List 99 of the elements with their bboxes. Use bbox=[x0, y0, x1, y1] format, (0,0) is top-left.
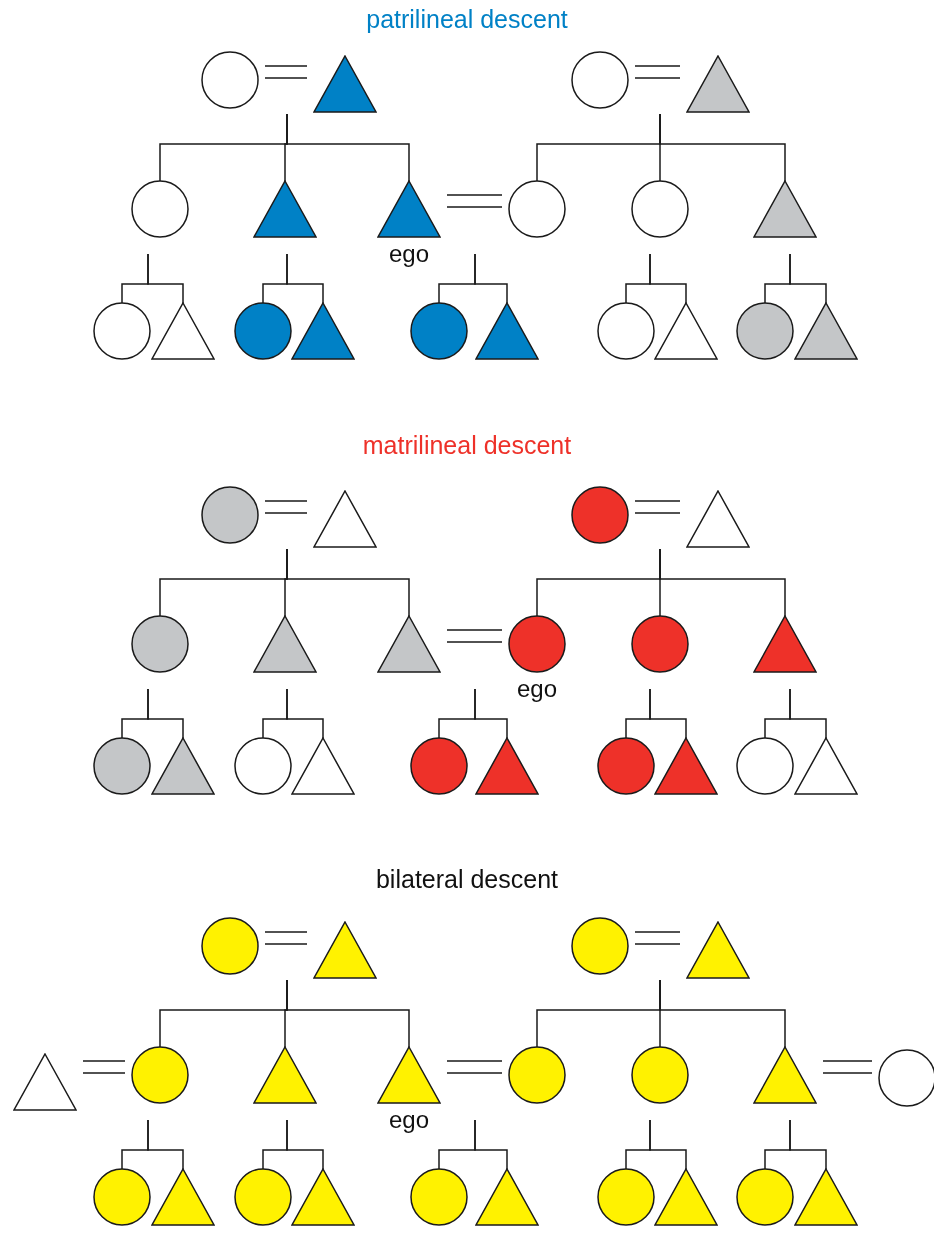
male-triangle bbox=[654, 1168, 718, 1226]
marriage-line bbox=[634, 931, 681, 945]
male-triangle bbox=[291, 1168, 355, 1226]
female-circle bbox=[131, 1046, 189, 1104]
descent-line bbox=[147, 688, 184, 739]
female-circle bbox=[597, 1168, 655, 1226]
female-circle bbox=[234, 1168, 292, 1226]
descent-line bbox=[474, 253, 508, 304]
female-circle bbox=[93, 1168, 151, 1226]
female-circle bbox=[508, 1046, 566, 1104]
male-triangle bbox=[377, 615, 441, 673]
marriage-line bbox=[634, 65, 681, 79]
section-title: matrilineal descent bbox=[362, 430, 572, 461]
female-circle bbox=[131, 615, 189, 673]
descent-line bbox=[474, 688, 508, 739]
male-triangle bbox=[253, 1046, 317, 1104]
descent-line bbox=[286, 548, 410, 617]
female-circle bbox=[201, 917, 259, 975]
male-triangle bbox=[475, 302, 539, 360]
section-title: bilateral descent bbox=[375, 864, 559, 895]
ego-label: ego bbox=[517, 675, 557, 703]
male-triangle bbox=[654, 737, 718, 795]
female-circle bbox=[571, 486, 629, 544]
female-circle bbox=[93, 737, 151, 795]
descent-line bbox=[659, 979, 786, 1048]
male-triangle bbox=[291, 737, 355, 795]
marriage-line bbox=[822, 1060, 873, 1074]
male-triangle bbox=[13, 1053, 77, 1111]
male-triangle bbox=[313, 490, 377, 548]
female-circle bbox=[234, 737, 292, 795]
male-triangle bbox=[291, 302, 355, 360]
female-circle bbox=[631, 1046, 689, 1104]
female-circle bbox=[736, 737, 794, 795]
male-triangle bbox=[253, 615, 317, 673]
ego-label: ego bbox=[389, 240, 429, 268]
female-circle bbox=[631, 180, 689, 238]
male-triangle bbox=[151, 737, 215, 795]
descent-line bbox=[789, 253, 827, 304]
male-triangle bbox=[253, 180, 317, 238]
male-triangle bbox=[686, 490, 750, 548]
female-circle bbox=[736, 1168, 794, 1226]
marriage-line bbox=[264, 65, 308, 79]
female-circle bbox=[234, 302, 292, 360]
descent-line bbox=[147, 1119, 184, 1170]
male-triangle bbox=[753, 615, 817, 673]
descent-line bbox=[789, 1119, 827, 1170]
marriage-line bbox=[264, 500, 308, 514]
descent-line bbox=[789, 688, 827, 739]
female-circle bbox=[571, 917, 629, 975]
descent-line bbox=[286, 113, 410, 182]
descent-line bbox=[286, 1119, 324, 1170]
descent-line bbox=[649, 688, 687, 739]
ego-label: ego bbox=[389, 1106, 429, 1134]
female-circle bbox=[410, 302, 468, 360]
descent-line bbox=[659, 548, 786, 617]
descent-line bbox=[659, 113, 786, 182]
female-circle bbox=[736, 302, 794, 360]
descent-line bbox=[286, 688, 324, 739]
female-circle bbox=[93, 302, 151, 360]
male-triangle bbox=[686, 921, 750, 979]
male-triangle bbox=[654, 302, 718, 360]
marriage-line bbox=[634, 500, 681, 514]
female-circle bbox=[597, 302, 655, 360]
male-triangle bbox=[313, 921, 377, 979]
male-triangle bbox=[377, 180, 441, 238]
marriage-line bbox=[82, 1060, 126, 1074]
male-triangle bbox=[686, 55, 750, 113]
female-circle bbox=[201, 51, 259, 109]
male-triangle bbox=[151, 1168, 215, 1226]
male-triangle bbox=[475, 1168, 539, 1226]
female-circle bbox=[631, 615, 689, 673]
male-triangle bbox=[794, 302, 858, 360]
marriage-line bbox=[446, 1060, 503, 1074]
male-triangle bbox=[794, 737, 858, 795]
female-circle bbox=[201, 486, 259, 544]
female-circle bbox=[131, 180, 189, 238]
female-circle bbox=[597, 737, 655, 795]
female-circle bbox=[571, 51, 629, 109]
male-triangle bbox=[151, 302, 215, 360]
descent-line bbox=[147, 253, 184, 304]
female-circle bbox=[508, 180, 566, 238]
male-triangle bbox=[794, 1168, 858, 1226]
descent-line bbox=[286, 979, 410, 1048]
descent-line bbox=[286, 253, 324, 304]
marriage-line bbox=[446, 629, 503, 643]
male-triangle bbox=[753, 1046, 817, 1104]
marriage-line bbox=[264, 931, 308, 945]
marriage-line bbox=[446, 194, 503, 208]
male-triangle bbox=[753, 180, 817, 238]
section-title: patrilineal descent bbox=[366, 4, 568, 35]
female-circle bbox=[508, 615, 566, 673]
descent-line bbox=[649, 253, 687, 304]
descent-line bbox=[649, 1119, 687, 1170]
descent-line bbox=[474, 1119, 508, 1170]
female-circle bbox=[410, 1168, 468, 1226]
female-circle bbox=[410, 737, 468, 795]
male-triangle bbox=[313, 55, 377, 113]
male-triangle bbox=[475, 737, 539, 795]
male-triangle bbox=[377, 1046, 441, 1104]
